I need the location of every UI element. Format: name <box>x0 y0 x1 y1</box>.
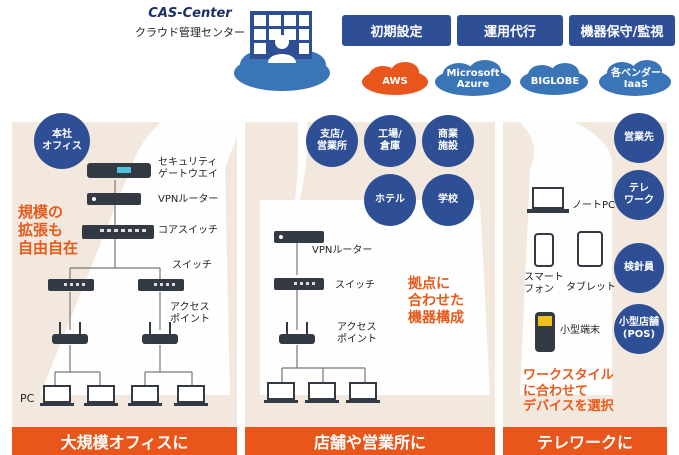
smartphone-icon <box>534 233 554 267</box>
label-smartphone: スマート フォン <box>524 272 564 295</box>
branch-vpn-router-icon <box>274 231 324 243</box>
highlight-telework: ワークスタイル に合わせて デバイスを選択 <box>523 368 614 415</box>
cloud-center-title: CAS-Center <box>148 6 232 21</box>
switch-left-icon <box>48 279 94 291</box>
core-switch-icon <box>82 225 154 239</box>
circle-meter-reader: 検針員 <box>614 243 664 293</box>
provider-clouds <box>362 60 671 96</box>
access-point-left-icon <box>52 322 88 344</box>
tablet-icon <box>577 231 603 267</box>
cloud-center-icon <box>234 11 330 91</box>
label-branch-access-point: アクセス ポイント <box>337 322 377 345</box>
branch-pc-row-icons <box>264 382 380 403</box>
branch-switch-icon <box>274 278 324 290</box>
circle-telework: テレ ワーク <box>614 170 664 220</box>
circle-hotel: ホテル <box>364 174 416 226</box>
circle-head-office: 本社 オフィス <box>34 113 90 169</box>
circle-school: 学校 <box>422 174 474 226</box>
circle-sales-visit: 営業先 <box>614 113 664 163</box>
label-pc: PC <box>20 392 35 405</box>
service-initial-setup: 初期設定 <box>342 15 451 46</box>
circle-small-store: 小型店舗 (POS) <box>614 304 664 354</box>
footer-telework: テレワークに <box>503 427 667 455</box>
highlight-scalable: 規模の 拡張も 自由自在 <box>18 203 79 257</box>
cloud-aws: AWS <box>382 76 408 87</box>
switch-right-icon <box>138 279 184 291</box>
label-handheld-terminal: 小型端末 <box>560 325 600 336</box>
label-vpn-router: VPNルーター <box>158 194 219 205</box>
cloud-center-subtitle: クラウド管理センター <box>135 26 245 39</box>
label-branch-switch: スイッチ <box>335 280 375 291</box>
circle-branch-office: 支店/ 営業所 <box>306 115 358 167</box>
pc-row-icons <box>40 385 208 406</box>
circle-factory: 工場/ 倉庫 <box>364 115 416 167</box>
label-tablet: タブレット <box>566 282 616 293</box>
label-security-gateway: セキュリティ ゲートウエイ <box>158 157 218 180</box>
label-switch: スイッチ <box>172 260 212 271</box>
branch-access-point-icon <box>279 322 315 344</box>
circle-commercial: 商業 施設 <box>422 115 474 167</box>
footer-branch: 店舗や営業所に <box>245 427 495 455</box>
handheld-terminal-icon <box>535 312 555 352</box>
cloud-biglobe: BIGLOBE <box>530 76 580 87</box>
access-point-right-icon <box>142 322 178 344</box>
label-branch-vpn-router: VPNルーター <box>312 245 373 256</box>
highlight-branch: 拠点に 合わせた 機器構成 <box>408 276 464 326</box>
security-gateway-icon <box>87 163 151 178</box>
laptop-icon <box>527 187 569 213</box>
footer-large-office: 大規模オフィスに <box>12 427 237 455</box>
label-core-switch: コアスイッチ <box>158 225 218 236</box>
service-maintenance: 機器保守/監視 <box>569 15 675 46</box>
cloud-vendor-iaas: 各ベンダー IaaS <box>611 68 661 90</box>
vpn-router-icon <box>87 193 141 205</box>
cloud-azure: Microsoft Azure <box>446 68 500 90</box>
service-operation: 運用代行 <box>457 15 563 46</box>
label-notebook-pc: ノートPC <box>572 200 616 211</box>
label-access-point: アクセス ポイント <box>170 302 210 325</box>
